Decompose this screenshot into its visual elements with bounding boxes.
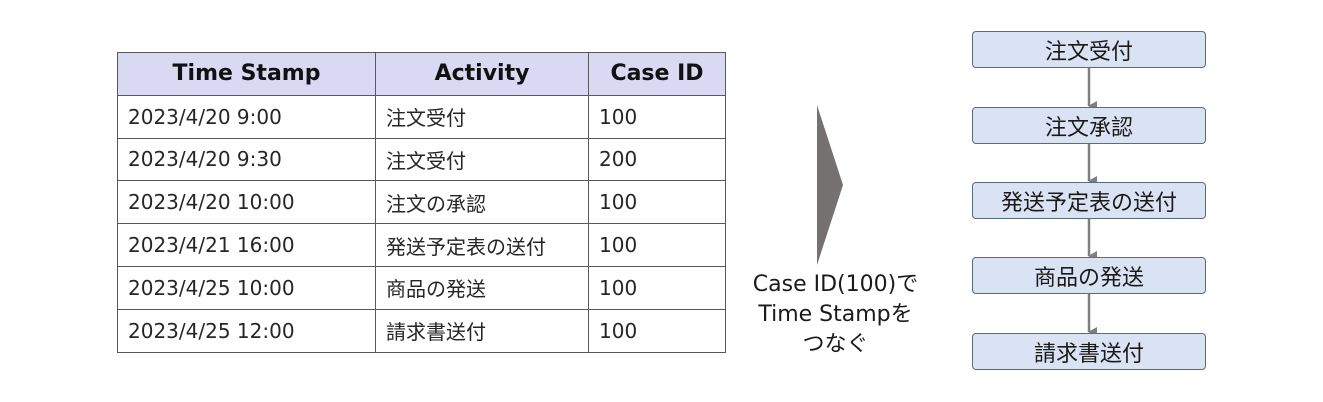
flow-step-order-received: 注文受付 bbox=[972, 31, 1206, 68]
cell-activity: 発送予定表の送付 bbox=[375, 223, 589, 267]
caption-line: つなぐ bbox=[802, 332, 869, 357]
column-header-case-id: Case ID bbox=[588, 52, 726, 96]
cell-activity: 注文受付 bbox=[375, 137, 589, 182]
caption-line: Time Stampを bbox=[758, 302, 913, 327]
column-header-time-stamp: Time Stamp bbox=[117, 52, 376, 96]
cell-case-id: 100 bbox=[588, 223, 726, 267]
flow-step-product-shipment: 商品の発送 bbox=[972, 257, 1206, 294]
table-row: 2023/4/25 10:00 商品の発送 100 bbox=[117, 265, 726, 310]
column-header-activity: Activity bbox=[375, 52, 589, 96]
cell-time-stamp: 2023/4/20 9:30 bbox=[117, 137, 376, 182]
cell-time-stamp: 2023/4/25 10:00 bbox=[117, 265, 376, 310]
table-row: 2023/4/20 9:30 注文受付 200 bbox=[117, 137, 726, 182]
cell-time-stamp: 2023/4/20 9:00 bbox=[117, 94, 376, 139]
join-caption: Case ID(100)で Time Stampを つなぐ bbox=[728, 270, 943, 360]
flow-step-invoice-sent: 請求書送付 bbox=[972, 333, 1206, 370]
flow-step-shipping-schedule: 発送予定表の送付 bbox=[972, 182, 1206, 219]
transform-arrow-icon bbox=[817, 105, 843, 265]
event-log-table: Time Stamp Activity Case ID 2023/4/20 9:… bbox=[117, 52, 726, 353]
cell-activity: 注文受付 bbox=[375, 94, 589, 139]
table-row: 2023/4/20 9:00 注文受付 100 bbox=[117, 94, 726, 139]
cell-time-stamp: 2023/4/25 12:00 bbox=[117, 308, 376, 353]
cell-case-id: 100 bbox=[588, 94, 726, 139]
cell-activity: 商品の発送 bbox=[375, 265, 589, 310]
table-row: 2023/4/21 16:00 発送予定表の送付 100 bbox=[117, 223, 726, 267]
cell-case-id: 100 bbox=[588, 180, 726, 225]
caption-line: Case ID(100)で bbox=[752, 272, 919, 297]
cell-activity: 請求書送付 bbox=[375, 308, 589, 353]
cell-time-stamp: 2023/4/20 10:00 bbox=[117, 180, 376, 225]
cell-case-id: 100 bbox=[588, 265, 726, 310]
cell-case-id: 100 bbox=[588, 308, 726, 353]
flow-step-order-approval: 注文承認 bbox=[972, 107, 1206, 144]
cell-time-stamp: 2023/4/21 16:00 bbox=[117, 223, 376, 267]
cell-activity: 注文の承認 bbox=[375, 180, 589, 225]
cell-case-id: 200 bbox=[588, 137, 726, 182]
table-row: 2023/4/20 10:00 注文の承認 100 bbox=[117, 180, 726, 225]
table-row: 2023/4/25 12:00 請求書送付 100 bbox=[117, 308, 726, 353]
table-header-row: Time Stamp Activity Case ID bbox=[117, 52, 726, 96]
